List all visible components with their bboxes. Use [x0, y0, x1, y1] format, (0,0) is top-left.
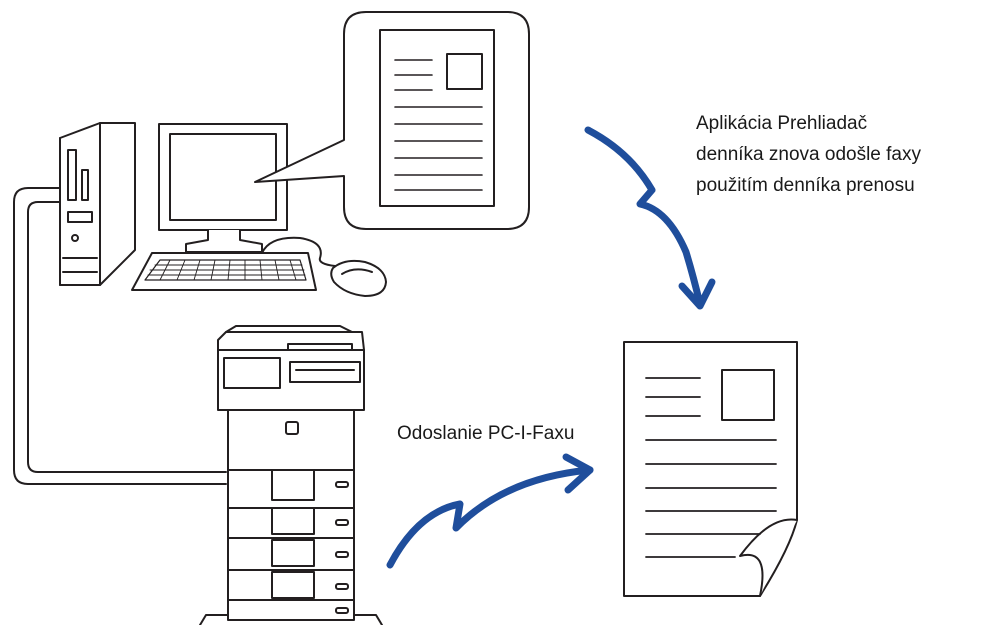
received-document-icon	[623, 341, 798, 597]
resend-line-2: denníka znova odošle faxy	[696, 144, 921, 165]
pc-ifax-label: Odoslanie PC-I-Faxu	[397, 423, 575, 444]
mouse-icon	[261, 236, 387, 297]
resend-line-1: Aplikácia Prehliadač	[696, 113, 868, 134]
resend-description: Aplikácia Prehliadač denníka znova odošl…	[696, 108, 976, 201]
document-preview-bubble	[254, 11, 530, 230]
resend-line-3: použitím denníka prenosu	[696, 175, 915, 196]
keyboard-icon	[131, 252, 317, 291]
network-cable-inner	[27, 201, 227, 473]
resend-arrow-icon	[584, 126, 716, 310]
network-cable	[13, 187, 227, 485]
pc-ifax-arrow-icon	[386, 453, 594, 569]
pc-tower-icon	[59, 122, 136, 286]
printer-icon	[199, 325, 383, 625]
monitor-icon	[158, 123, 288, 253]
